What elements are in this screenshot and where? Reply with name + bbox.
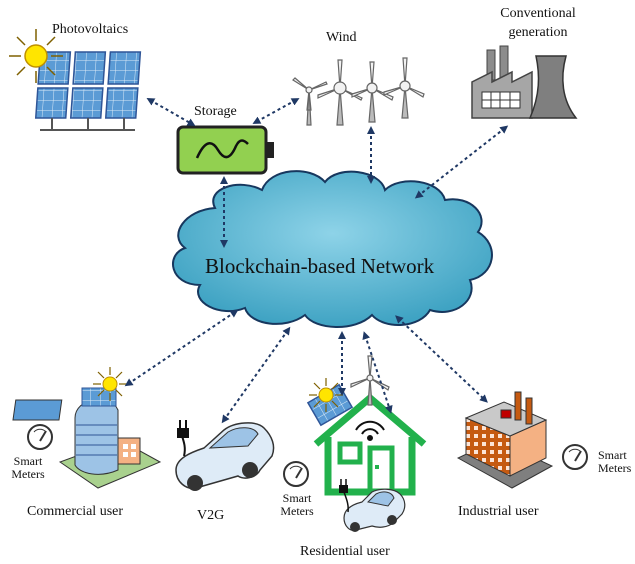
connection-arrows <box>124 98 509 424</box>
arrow-network-v2g <box>221 326 291 424</box>
smart-meters-line2: Meters <box>280 504 314 519</box>
wifi-icon <box>355 420 385 441</box>
sun-icon <box>93 367 127 401</box>
conventional-label-line2: generation <box>508 25 568 41</box>
v2g-label: V2G <box>197 508 225 523</box>
smart-meters-line2: Meters <box>11 467 45 482</box>
photovoltaics-icon <box>34 51 142 131</box>
electric-car-icon <box>175 420 275 491</box>
arrow-network-commercial <box>124 309 239 387</box>
wind-label: Wind <box>326 30 357 45</box>
photovoltaics-label: Photovoltaics <box>52 22 129 37</box>
commercial-user-label: Commercial user <box>27 504 124 519</box>
smart-meter-icon <box>27 424 53 450</box>
storage-battery-icon <box>176 125 274 175</box>
blockchain-network-cloud <box>172 170 493 328</box>
smart-meter-icon <box>283 461 309 487</box>
conventional-generation-label: Conventional generation <box>486 6 590 41</box>
residential-house-icon <box>306 355 427 496</box>
storage-label: Storage <box>194 104 237 119</box>
industrial-factory-icon <box>456 391 554 489</box>
power-plant-icon <box>471 45 578 119</box>
electric-car-icon <box>339 479 406 532</box>
arrow-network-residential-house <box>362 331 393 414</box>
network-label: Blockchain-based Network <box>205 254 435 278</box>
smart-meters-label-residential: Smart Meters <box>278 491 316 519</box>
smart-meters-line2: Meters <box>598 461 632 476</box>
sun-icon <box>309 378 343 412</box>
industrial-user-label: Industrial user <box>458 504 539 519</box>
commercial-building-icon <box>12 387 162 489</box>
arrow-network-industrial <box>395 315 488 403</box>
arrow-pv-storage <box>146 98 196 126</box>
smart-meters-label-commercial: Smart Meters <box>10 454 46 482</box>
residential-user-label: Residential user <box>300 544 390 559</box>
wind-turbines-icon <box>292 57 425 126</box>
smart-meter-icon <box>562 444 588 470</box>
sun-icon <box>9 29 63 83</box>
smart-meters-line1: Smart <box>282 491 312 505</box>
plug-icon <box>177 420 189 457</box>
arrow-wind-storage <box>252 98 300 124</box>
arrow-conventional-network <box>414 125 509 199</box>
conventional-label-line1: Conventional <box>500 6 576 21</box>
plug-icon <box>339 479 349 513</box>
smart-meters-line1: Smart <box>13 454 43 468</box>
smart-meters-line1: Smart <box>598 449 627 462</box>
smart-meters-label-industrial: Smart Meters <box>598 449 635 475</box>
